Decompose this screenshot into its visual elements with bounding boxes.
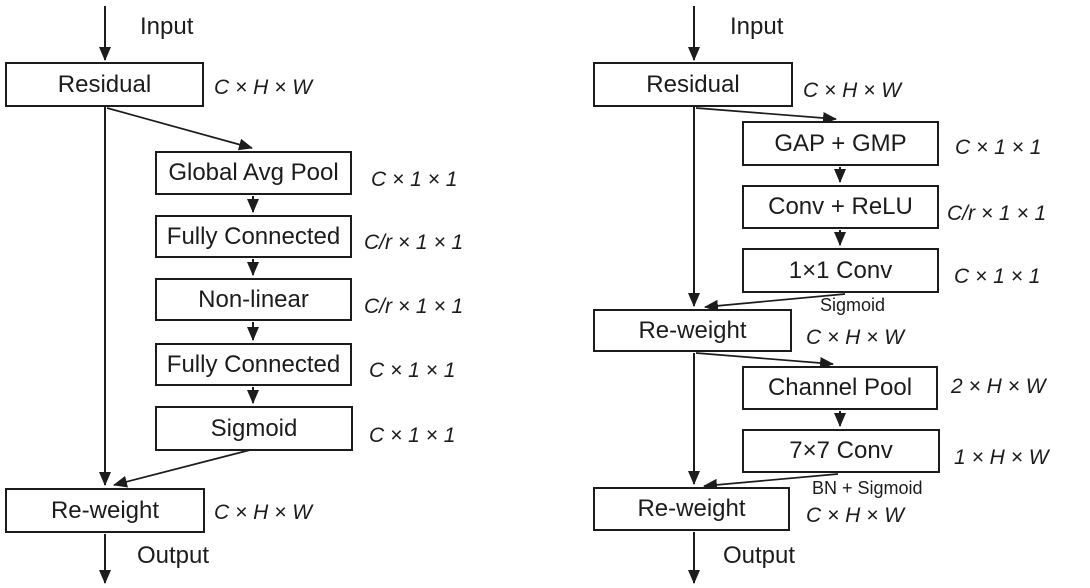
left-residual-box: Residual bbox=[5, 62, 204, 107]
left-residual-to-gap-arrow bbox=[106, 107, 253, 151]
left-global-avg-pool-box: Global Avg Pool bbox=[155, 151, 352, 195]
left-fully-connected-1-dim: C/r × 1 × 1 bbox=[364, 231, 464, 254]
right-channel-pool-dim: 2 × H × W bbox=[951, 375, 1046, 398]
right-conv-relu-box: Conv + ReLU bbox=[742, 185, 939, 229]
right-reweight-1-dim: C × H × W bbox=[806, 326, 905, 349]
right-reweight-2-box: Re-weight bbox=[593, 487, 790, 531]
left-residual-dim: C × H × W bbox=[214, 76, 313, 99]
right-1x1conv-to-reweight1-arrow bbox=[704, 293, 846, 312]
right-reweight-1-box: Re-weight bbox=[593, 309, 792, 352]
right-gap-gmp-dim: C × 1 × 1 bbox=[955, 136, 1042, 159]
right-conv-relu-dim: C/r × 1 × 1 bbox=[947, 202, 1047, 225]
right-7x7conv-to-reweight2-arrow bbox=[703, 473, 839, 491]
right-7x7-conv-dim: 1 × H × W bbox=[954, 446, 1049, 469]
left-reweight-box: Re-weight bbox=[5, 488, 205, 533]
left-sigmoid-dim: C × 1 × 1 bbox=[369, 424, 456, 447]
left-fully-connected-2-dim: C × 1 × 1 bbox=[369, 359, 456, 382]
left-reweight-dim: C × H × W bbox=[214, 501, 313, 524]
left-fully-connected-2-box: Fully Connected bbox=[155, 343, 352, 386]
right-residual-dim: C × H × W bbox=[803, 79, 902, 102]
right-bn-sigmoid-note: BN + Sigmoid bbox=[812, 478, 923, 498]
right-input-label: Input bbox=[730, 13, 784, 40]
right-residual-box: Residual bbox=[593, 62, 793, 107]
right-1x1-conv-dim: C × 1 × 1 bbox=[954, 265, 1041, 288]
right-gap-gmp-box: GAP + GMP bbox=[742, 121, 939, 166]
right-channel-pool-box: Channel Pool bbox=[742, 366, 938, 410]
left-output-label: Output bbox=[137, 542, 210, 569]
left-input-label: Input bbox=[140, 13, 194, 40]
right-reweight-2-dim: C × H × W bbox=[806, 504, 905, 527]
right-residual-to-gapgmp-arrow bbox=[695, 107, 837, 124]
left-fully-connected-1-box: Fully Connected bbox=[155, 215, 352, 258]
right-output-label: Output bbox=[723, 542, 796, 569]
left-global-avg-pool-dim: C × 1 × 1 bbox=[371, 168, 458, 191]
left-non-linear-box: Non-linear bbox=[155, 278, 352, 321]
right-7x7-conv-box: 7×7 Conv bbox=[742, 429, 940, 473]
right-1x1-conv-box: 1×1 Conv bbox=[742, 248, 939, 293]
right-reweight1-to-channelpool-arrow bbox=[695, 352, 834, 369]
left-sigmoid-to-reweight-arrow bbox=[113, 449, 251, 488]
left-sigmoid-box: Sigmoid bbox=[155, 406, 353, 451]
right-sigmoid-note: Sigmoid bbox=[820, 295, 886, 315]
left-non-linear-dim: C/r × 1 × 1 bbox=[364, 295, 464, 318]
